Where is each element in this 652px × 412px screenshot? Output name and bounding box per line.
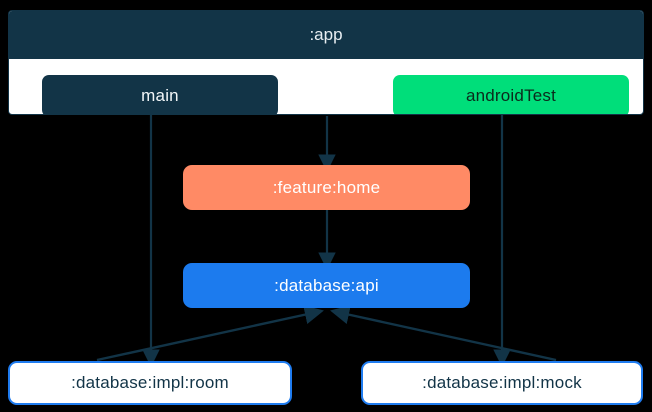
- node-androidtest-label: androidTest: [465, 86, 557, 105]
- node-feature-home-label: :feature:home: [272, 177, 381, 197]
- cluster-app-label: :app: [9, 11, 643, 59]
- cluster-app[interactable]: :app main androidTest: [8, 10, 644, 115]
- node-database-impl-mock[interactable]: :database:impl:mock: [361, 361, 643, 405]
- edge-database-impl-mock-to-database-api: [330, 305, 557, 362]
- node-database-impl-room-label: :database:impl:room: [71, 373, 229, 392]
- node-feature-home[interactable]: :feature:home: [183, 165, 470, 210]
- edge-database-impl-room-to-database-api: [96, 305, 324, 362]
- node-androidtest[interactable]: androidTest: [393, 75, 629, 114]
- node-database-api[interactable]: :database:api: [183, 263, 470, 308]
- node-database-api-label: :database:api: [274, 275, 379, 295]
- node-main-label: main: [141, 86, 179, 105]
- node-main[interactable]: main: [42, 75, 278, 114]
- node-database-impl-mock-label: :database:impl:mock: [422, 373, 582, 392]
- node-database-impl-room[interactable]: :database:impl:room: [8, 361, 292, 405]
